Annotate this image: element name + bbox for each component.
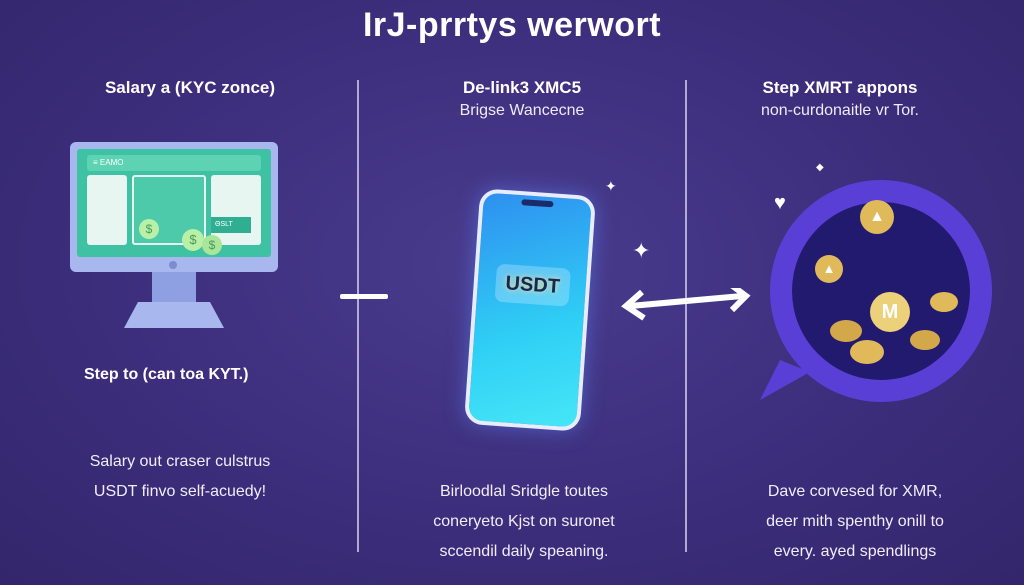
monitor-stand xyxy=(152,272,196,302)
column-3-subheading: non-curdonaitle vr Tor. xyxy=(760,102,919,119)
sparkle-icon: ✦ xyxy=(632,238,651,263)
coin-icon xyxy=(910,330,940,350)
coin-icon: ▲ xyxy=(815,255,843,283)
dollar-coin-icon: $ xyxy=(139,219,159,239)
coin-icon xyxy=(930,292,958,312)
column-2-subheading: Brigse Wancecne xyxy=(459,102,585,119)
coin-icon xyxy=(830,320,862,342)
body-line: Birloodlal Sridgle toutes xyxy=(439,483,609,500)
body-line: Dave corvesed for XMR, xyxy=(767,483,943,500)
monitor-base xyxy=(124,302,224,328)
body-line: coneryeto Kjst on suronet xyxy=(433,513,615,530)
coin-icon xyxy=(850,340,884,364)
chat-bubble-icon: ▲ ▲ M xyxy=(760,180,992,402)
coin-icon: ▲ xyxy=(860,200,894,234)
body-line: every. ayed spendlings xyxy=(773,543,937,560)
screen-app-label: ≡ EAMO xyxy=(87,155,261,171)
usdt-label: USDT xyxy=(494,263,571,307)
monitor-screen: ≡ EAMO ΘSLT $ $ $ xyxy=(77,149,271,257)
column-1-body: Salary out craser culstrus USDT finvo se… xyxy=(30,447,330,507)
screen-sidebar xyxy=(87,175,127,245)
dollar-coin-icon: $ xyxy=(182,229,204,251)
column-2-body: Birloodlal Sridgle toutes coneryeto Kjst… xyxy=(374,477,674,567)
phone-icon: USDT xyxy=(463,188,597,432)
column-2-heading: De-link3 XMC5 xyxy=(462,78,582,97)
screen-badge: ΘSLT xyxy=(211,217,251,233)
body-line: Salary out craser culstrus xyxy=(89,453,271,470)
monitor-icon: ≡ EAMO ΘSLT $ $ $ xyxy=(70,142,278,272)
screen-panel xyxy=(211,175,261,245)
body-line: USDT finvo self-acuedy! xyxy=(93,483,267,500)
sparkle-icon: ✦ xyxy=(605,178,617,194)
body-line: sccendil daily speaning. xyxy=(439,543,609,560)
dollar-coin-icon: $ xyxy=(202,235,222,255)
column-1-step: Step to (can toa KYT.) xyxy=(84,366,249,383)
column-3-body: Dave corvesed for XMR, deer mith spenthy… xyxy=(705,477,1005,567)
double-arrow-icon xyxy=(621,288,751,321)
heart-icon: ♥ xyxy=(774,192,786,214)
page-title: IrJ-prrtys werwort xyxy=(362,6,662,44)
column-1-heading: Salary a (KYC zonce) xyxy=(104,78,276,97)
monero-coin-icon: M xyxy=(870,292,910,332)
column-3-heading: Step XMRT appons xyxy=(762,78,918,97)
sparkle-icon: ◆ xyxy=(816,162,824,173)
body-line: deer mith spenthy onill to xyxy=(766,513,944,530)
column-divider xyxy=(357,80,359,552)
dash-connector xyxy=(340,294,388,299)
column-divider xyxy=(685,80,687,552)
